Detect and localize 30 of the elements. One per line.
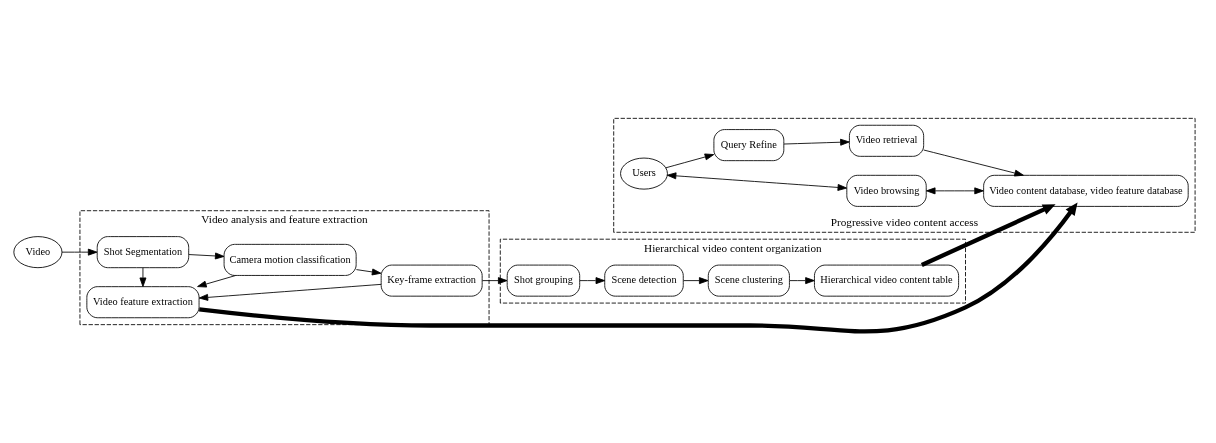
node-box: Camera motion classification: [223, 243, 357, 276]
arrow: [926, 187, 984, 195]
arrow: [198, 283, 382, 301]
node-ellipse: Video: [13, 236, 63, 269]
node-box: Shot Segmentation: [96, 236, 190, 269]
node-box: Shot grouping: [506, 264, 581, 297]
arrow: [683, 277, 709, 285]
node-box: Scene clustering: [707, 264, 790, 297]
node-box: Query Refine: [713, 129, 785, 162]
arrow: [199, 202, 1078, 334]
arrow: [188, 252, 225, 260]
node-ellipse: Users: [620, 157, 668, 190]
arrow: [666, 172, 848, 191]
arrow: [355, 268, 382, 276]
arrow: [61, 248, 98, 256]
node-box: Scene detection: [604, 264, 684, 297]
arrow: [789, 277, 815, 285]
arrow: [197, 275, 237, 288]
node-box: Video browsing: [846, 174, 927, 207]
arrow: [139, 267, 147, 287]
node-box: Video feature extraction: [86, 286, 200, 319]
arrow: [783, 138, 850, 146]
arrow: [923, 149, 1024, 177]
node-box: Key-frame extraction: [380, 264, 483, 297]
node-box: Hierarchical video content table: [814, 264, 960, 297]
arrow: [481, 277, 508, 285]
node-box: Video content database, video feature database: [983, 174, 1189, 207]
node-box: Video retrieval: [849, 124, 925, 157]
arrow: [579, 277, 606, 285]
arrow: [665, 153, 715, 169]
